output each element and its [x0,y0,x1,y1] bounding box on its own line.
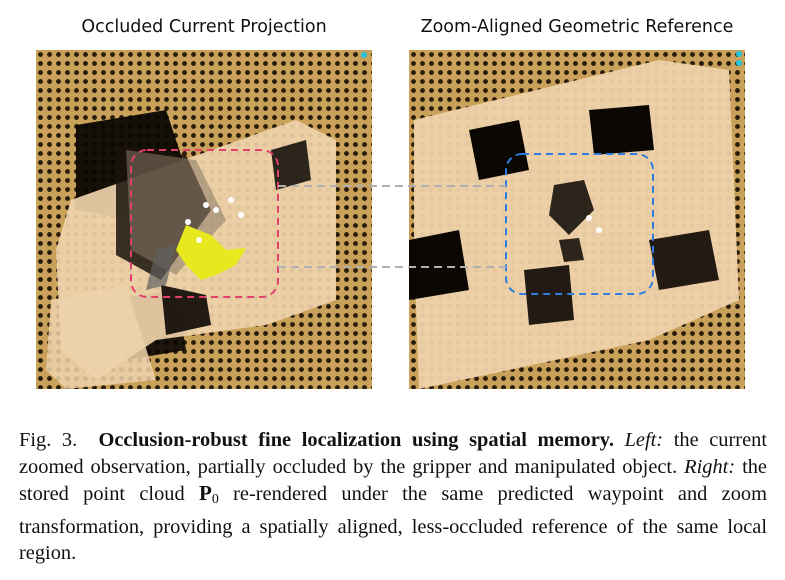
point-cloud-symbol: P [198,481,212,506]
occluded-projection-image [36,50,372,389]
point-cloud-subscript: 0 [211,492,219,508]
figure-caption: Fig. 3. Occlusion-robust fine localizati… [19,427,767,567]
occluded-projection-render [46,52,367,389]
reference-projection-image [409,50,745,389]
caption-right-text-before: the stored point cloud [19,455,767,506]
left-panel-title: Occluded Current Projection [81,17,327,37]
caption-bold-title: Occlusion-robust fine localization using… [98,429,614,451]
figure-label: Fig. 3. [19,429,78,451]
caption-left-label: Left: [624,429,664,451]
caption-left-text: the current zoomed observation, partiall… [19,429,767,478]
reference-projection-render [409,51,742,389]
reference-region-box [505,153,654,295]
gripper-object-blob [176,225,246,280]
caption-right-label: Right: [684,455,736,478]
caption-right-text-after: re-rendered under the same predicted way… [19,483,767,565]
occluded-region-box [130,149,279,298]
right-panel-title: Zoom-Aligned Geometric Reference [420,17,734,37]
